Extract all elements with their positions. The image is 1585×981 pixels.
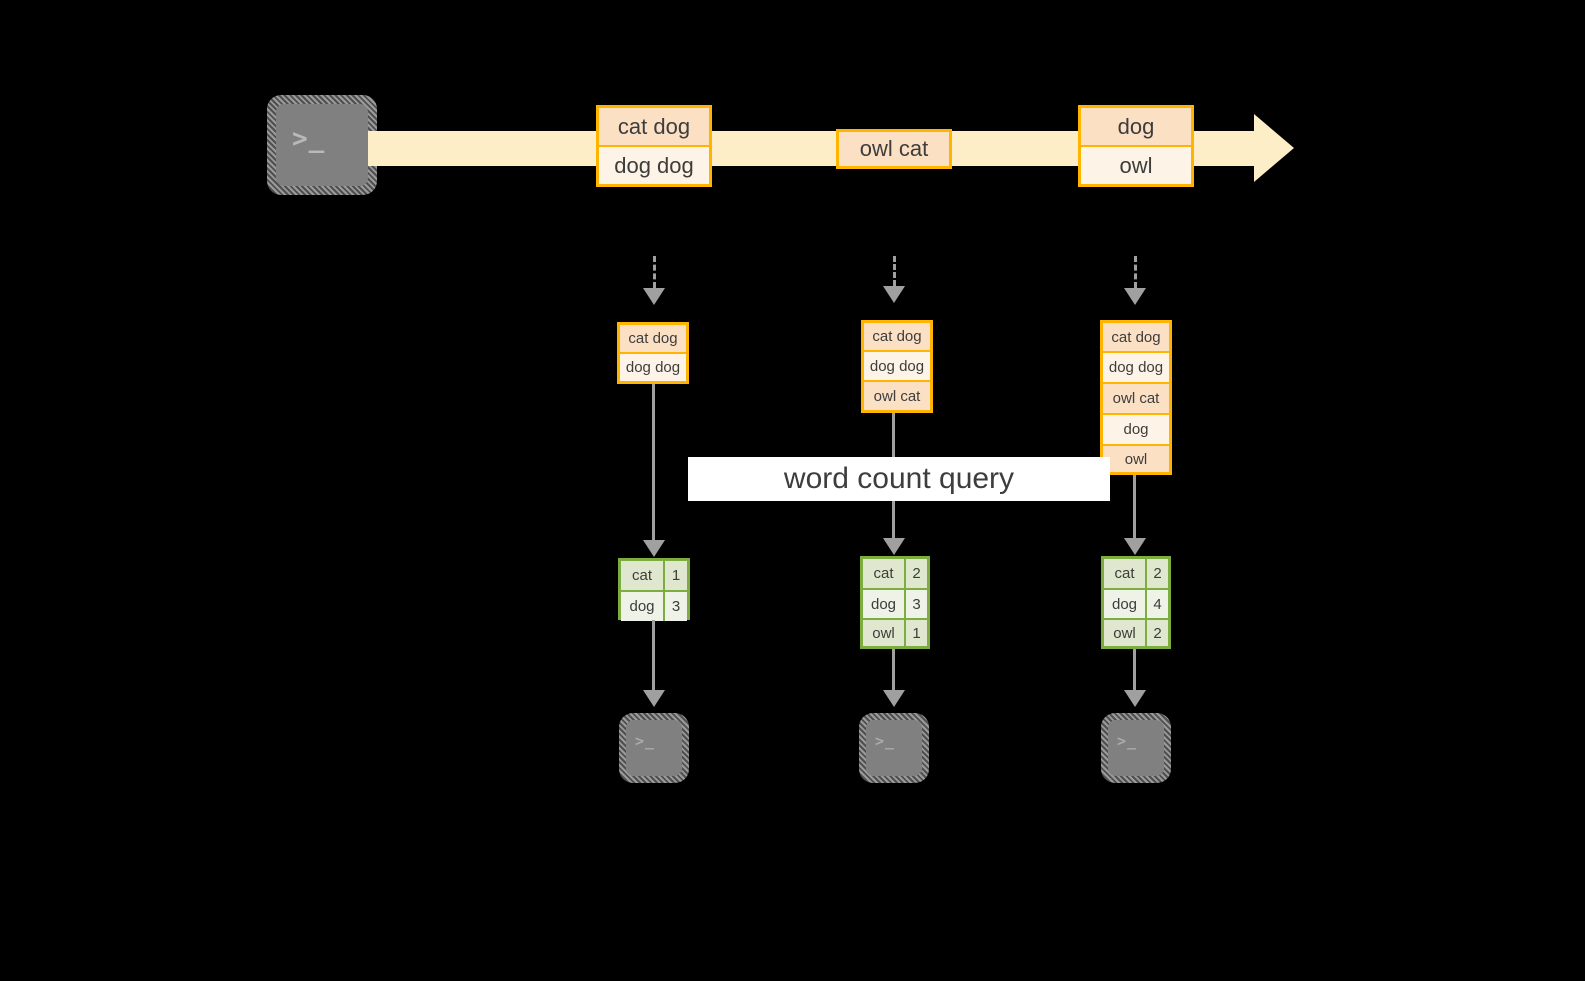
terminal-prompt-glyph: >_	[292, 124, 326, 154]
terminal-body	[866, 720, 922, 776]
stream-to-state-connector	[653, 256, 656, 288]
sink-terminal-icon-1: >_	[619, 713, 689, 783]
connector-arrowhead-icon	[883, 286, 905, 303]
accumulated-state-table-1: cat dog dog dog	[617, 322, 689, 384]
connector-arrowhead-icon	[1124, 288, 1146, 305]
result-row: cat 2	[863, 559, 927, 590]
terminal-body	[626, 720, 682, 776]
result-row: dog 4	[1104, 590, 1168, 620]
sink-terminal-icon-3: >_	[1101, 713, 1171, 783]
state-line: dog dog	[620, 354, 686, 381]
result-row: dog 3	[863, 590, 927, 620]
word-count-result-table-2: cat 2 dog 3 owl 1	[860, 556, 930, 649]
terminal-prompt-glyph: >_	[875, 732, 896, 750]
result-count: 4	[1147, 590, 1168, 618]
result-row: cat 2	[1104, 559, 1168, 590]
connector-arrowhead-icon	[1124, 690, 1146, 707]
stream-to-state-connector	[1134, 256, 1137, 288]
result-row: cat 1	[621, 561, 687, 592]
batch-line: dog dog	[599, 147, 709, 184]
result-count: 2	[906, 559, 927, 588]
result-count: 3	[906, 590, 927, 618]
result-count: 1	[906, 620, 927, 646]
state-line: dog dog	[1103, 353, 1169, 384]
terminal-prompt-glyph: >_	[635, 732, 656, 750]
result-count: 1	[665, 561, 687, 590]
state-line: owl cat	[1103, 384, 1169, 415]
state-line: cat dog	[620, 325, 686, 354]
result-to-sink-connector	[1133, 649, 1136, 696]
result-word: owl	[863, 620, 906, 646]
batch-line: owl cat	[839, 132, 949, 166]
accumulated-state-table-3: cat dog dog dog owl cat dog owl	[1100, 320, 1172, 475]
state-line: owl	[1103, 446, 1169, 472]
word-count-result-table-1: cat 1 dog 3	[618, 558, 690, 621]
result-count: 2	[1147, 559, 1168, 588]
state-line: cat dog	[1103, 323, 1169, 353]
stream-batch-3: dog owl	[1078, 105, 1194, 187]
connector-arrowhead-icon	[883, 690, 905, 707]
result-word: dog	[621, 592, 665, 621]
result-word: owl	[1104, 620, 1147, 646]
accumulated-state-table-2: cat dog dog dog owl cat	[861, 320, 933, 413]
state-line: dog	[1103, 415, 1169, 446]
result-word: cat	[1104, 559, 1147, 588]
stream-batch-2: owl cat	[836, 129, 952, 169]
batch-line: cat dog	[599, 108, 709, 147]
batch-line: dog	[1081, 108, 1191, 147]
stream-to-state-connector	[893, 256, 896, 286]
connector-arrowhead-icon	[643, 540, 665, 557]
result-row: owl 2	[1104, 620, 1168, 646]
result-row: owl 1	[863, 620, 927, 646]
connector-arrowhead-icon	[643, 288, 665, 305]
result-word: dog	[863, 590, 906, 618]
state-to-result-connector	[1133, 475, 1136, 546]
stream-arrow-right-icon	[1254, 114, 1294, 182]
result-word: cat	[863, 559, 906, 588]
result-to-sink-connector	[892, 649, 895, 696]
state-line: dog dog	[864, 352, 930, 382]
source-terminal-icon: >_	[267, 95, 377, 195]
connector-arrowhead-icon	[643, 690, 665, 707]
connector-arrowhead-icon	[883, 538, 905, 555]
batch-line: owl	[1081, 147, 1191, 184]
query-label-text: word count query	[783, 462, 1015, 495]
result-to-sink-connector	[652, 620, 655, 696]
terminal-body	[1108, 720, 1164, 776]
result-row: dog 3	[621, 592, 687, 621]
stream-batch-1: cat dog dog dog	[596, 105, 712, 187]
state-line: cat dog	[864, 323, 930, 352]
result-word: cat	[621, 561, 665, 590]
state-to-result-connector	[652, 384, 655, 548]
connector-arrowhead-icon	[1124, 538, 1146, 555]
state-line: owl cat	[864, 382, 930, 410]
query-label-banner: word count query	[688, 457, 1110, 501]
sink-terminal-icon-2: >_	[859, 713, 929, 783]
result-count: 2	[1147, 620, 1168, 646]
result-count: 3	[665, 592, 687, 621]
terminal-body	[276, 104, 368, 186]
word-count-result-table-3: cat 2 dog 4 owl 2	[1101, 556, 1171, 649]
terminal-prompt-glyph: >_	[1117, 732, 1138, 750]
result-word: dog	[1104, 590, 1147, 618]
